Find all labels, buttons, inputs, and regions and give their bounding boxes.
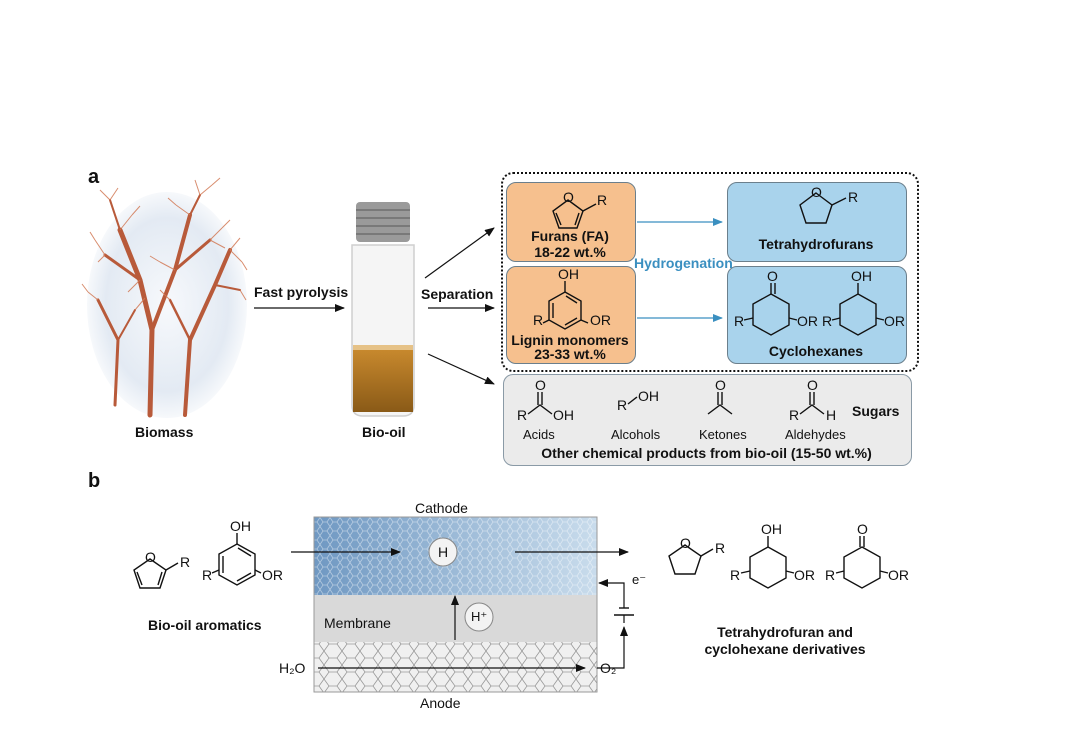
b-cyclohexanol-oh: OH xyxy=(761,521,782,537)
cyclohexanol-or: OR xyxy=(884,313,905,329)
products-line1: Tetrahydrofuran and xyxy=(717,624,853,640)
cyclohexanes-label: Cyclohexanes xyxy=(768,343,864,359)
other-products-caption: Other chemical products from bio-oil (15… xyxy=(541,445,872,461)
b-furan-o: O xyxy=(145,549,156,565)
ketones-label: Ketones xyxy=(699,427,747,442)
b-thf-r: R xyxy=(715,540,725,556)
cyclohexanone-r: R xyxy=(734,313,744,329)
separation-arrow-down xyxy=(427,353,495,385)
anode-label: Anode xyxy=(420,695,461,711)
separation-arrow-up xyxy=(424,227,495,279)
alcohol-r: R xyxy=(617,397,627,413)
sugars-label: Sugars xyxy=(852,403,900,419)
other-products-box xyxy=(503,374,912,466)
panel-b-letter: b xyxy=(88,470,101,492)
electron-label: e⁻ xyxy=(632,572,647,587)
alcohol-oh: OH xyxy=(638,388,659,404)
b-phenol-oh: OH xyxy=(230,518,251,534)
lignin-wt: 23-33 wt.% xyxy=(534,346,606,362)
acid-oh: OH xyxy=(553,407,574,423)
b-cyclohexanone-r: R xyxy=(825,567,835,583)
lignin-or: OR xyxy=(590,312,611,328)
furan-r: R xyxy=(597,192,607,208)
hydrogenation-label: Hydrogenation xyxy=(634,255,733,271)
thf-r: R xyxy=(848,189,858,205)
aldehyde-r: R xyxy=(789,407,799,423)
b-furan-r: R xyxy=(180,554,190,570)
furans-box xyxy=(506,182,636,262)
o2-label: O₂ xyxy=(600,660,617,676)
circuit-upper xyxy=(598,579,625,608)
aldehyde-o: O xyxy=(807,377,818,393)
thf-box xyxy=(727,182,907,262)
lignin-r: R xyxy=(533,312,543,328)
products-line2: cyclohexane derivatives xyxy=(704,641,866,657)
circuit-lower xyxy=(597,626,628,669)
h-plus-circle xyxy=(464,602,494,632)
cyclohexanol-oh: OH xyxy=(851,268,872,284)
h-atom-label: H xyxy=(438,544,449,560)
aldehydes-label: Aldehydes xyxy=(785,427,846,442)
acids-label: Acids xyxy=(523,427,555,442)
lignin-title: Lignin monomers xyxy=(511,332,629,348)
b-cyclohexanol-or: OR xyxy=(794,567,815,583)
acid-o: O xyxy=(535,377,546,393)
thf-o-atom: O xyxy=(811,184,822,200)
furans-wt: 18-22 wt.% xyxy=(534,244,606,260)
ketone-o: O xyxy=(715,377,726,393)
cyclohexanone-o: O xyxy=(767,268,778,284)
separation-label: Separation xyxy=(421,286,494,302)
lignin-box xyxy=(506,266,636,364)
biooil-label: Bio-oil xyxy=(362,424,406,440)
h-plus-label: H⁺ xyxy=(471,609,488,624)
thf-label: Tetrahydrofurans xyxy=(758,236,874,252)
b-phenol-or: OR xyxy=(262,567,283,583)
cyclohexanol-r: R xyxy=(822,313,832,329)
lignin-oh: OH xyxy=(558,266,579,282)
biomass-image xyxy=(81,177,248,418)
alcohols-label: Alcohols xyxy=(611,427,661,442)
b-cyclohexanol-r: R xyxy=(730,567,740,583)
furan-o-atom: O xyxy=(563,189,574,205)
cathode-label: Cathode xyxy=(415,500,468,516)
b-thf-o: O xyxy=(680,535,691,551)
b-cyclohexanone-o: O xyxy=(857,521,868,537)
hydrogenation-group-box xyxy=(501,172,919,372)
pyrolysis-label: Fast pyrolysis xyxy=(254,284,349,300)
h2o-label: H₂O xyxy=(279,660,306,676)
biomass-label: Biomass xyxy=(135,424,194,440)
acid-r: R xyxy=(517,407,527,423)
aldehyde-h: H xyxy=(826,407,836,423)
h-atom-circle xyxy=(428,537,458,567)
cyclohexanes-box xyxy=(727,266,907,364)
b-cyclohexanone-or: OR xyxy=(888,567,909,583)
panel-a-letter: a xyxy=(88,166,100,188)
b-phenol-r: R xyxy=(202,567,212,583)
furans-title: Furans (FA) xyxy=(531,228,609,244)
biooil-vial xyxy=(351,202,415,417)
aromatics-label: Bio-oil aromatics xyxy=(148,617,262,633)
cyclohexanone-or: OR xyxy=(797,313,818,329)
membrane-label: Membrane xyxy=(324,615,391,631)
